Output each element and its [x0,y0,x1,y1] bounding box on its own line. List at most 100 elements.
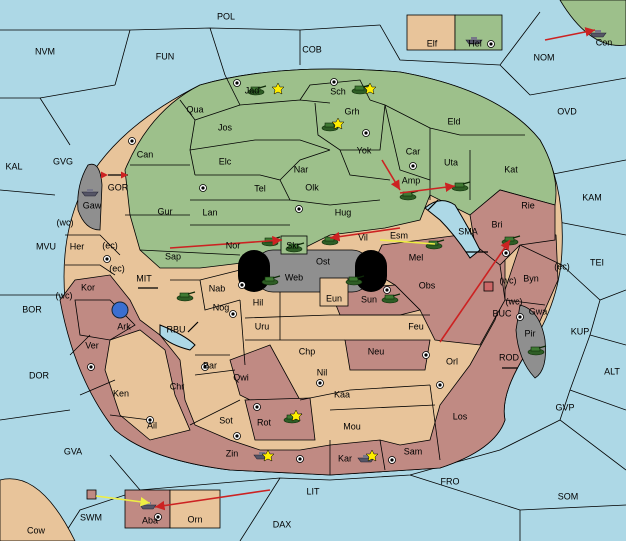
sea-sma-channel [424,200,481,259]
sea-label-nom: NOM [534,52,555,62]
territory-pir[interactable] [515,304,546,379]
territory-elf[interactable] [406,14,456,51]
coast-label: (wc) [506,296,523,306]
territory-label-jad: Jad [245,85,260,95]
territory-label-eun: Eun [326,293,342,303]
territory-label-orn: Orn [187,514,202,524]
territory-label-jos: Jos [218,122,233,132]
sea-label-rod: ROD [499,352,520,362]
territory-label-uta: Uta [444,157,458,167]
territory-label-uru: Uru [255,321,270,331]
territory-chr[interactable] [104,329,191,441]
territory-rot[interactable] [244,397,316,441]
territory-sun[interactable] [329,284,421,316]
central-block [254,249,371,293]
sea-label-gvp: GVP [555,402,574,412]
green-empire [124,68,557,269]
territory-label-chr: Chr [170,381,185,391]
territory-label-sot: Sot [219,415,233,425]
units [81,29,607,510]
territory-label-esm: Esm [390,230,408,240]
territory-label-kar: Kar [338,453,352,463]
territory-label-gaw: Gaw [83,200,102,210]
territory-label-elc: Elc [219,156,232,166]
retreat-stars [261,82,379,462]
territory-label-kaa: Kaa [334,389,350,399]
territory-label-zin: Zin [226,448,239,458]
territory-label-mou: Mou [343,421,361,431]
territory-gaw[interactable] [77,163,103,231]
territory-label-orl: Orl [446,356,458,366]
central-block-right-cap [355,250,387,292]
territory-label-amp: Amp [402,175,421,185]
territory-labels: POL NVM FUN COB NOM OVD KAL GVG KAM MVU TEI BOR KUP A… [5,11,620,535]
sea-label-dax: DAX [273,519,292,529]
territory-label-los: Los [453,411,468,421]
territory-label-yok: Yok [357,145,372,155]
coast-label: (wc) [56,290,73,300]
sea-label-kal: KAL [5,161,22,171]
territory-neu[interactable] [344,339,431,371]
territory-label-qua: Qua [186,104,203,114]
territory-label-nog: Nog [213,302,230,312]
territory-label-eld: Eld [447,116,460,126]
coast-label: (ec) [554,261,570,271]
sea-label-tei: TEI [590,257,604,267]
territory-label-rie: Rie [521,200,535,210]
sea-label-cow: Cow [27,525,46,535]
sea-label-som: SOM [558,491,579,501]
territory-label-obs: Obs [419,280,436,290]
sea-label-rbu: RBU [166,324,185,334]
territory-label-rot: Rot [257,417,272,427]
strait-arrows [100,171,518,369]
territory-label-skr: Skr [286,240,300,250]
sea-label-kam: KAM [582,192,602,202]
territory-label-hug: Hug [335,207,352,217]
territory-label-feu: Feu [408,321,424,331]
territory-label-sun: Sun [361,294,377,304]
sea-label-gvg: GVG [53,156,73,166]
sea-label-sma: SMA [458,226,478,236]
territory-label-gur: Gur [157,206,172,216]
territory-label-ver: Ver [85,340,99,350]
sea-label-kup: KUP [571,326,590,336]
sea-label-lit: LIT [306,486,320,496]
sea-borders [0,11,626,541]
sea-label-cob: COB [302,44,322,54]
territory-label-gwa: Gwa [529,306,548,316]
territory-label-mel: Mel [409,252,424,262]
sea-label-ovd: OVD [557,106,577,116]
sea-label-fro: FRO [441,476,460,486]
territory-label-tel: Tel [254,183,266,193]
territory-label-bri: Bri [492,219,503,229]
sea-label-swm: SWM [80,512,102,522]
territory-label-pir: Pir [525,328,536,338]
sea-label-fun: FUN [156,51,175,61]
territory-label-ail: Ail [147,420,157,430]
territory-label-nor: Nor [226,240,241,250]
sea-label-mvu: MVU [36,241,56,251]
territory-eun[interactable] [319,277,349,307]
territory-label-aba: Aba [142,515,158,525]
territory-label-nil: Nil [317,367,328,377]
coast-label: (wc) [57,217,74,227]
territory-label-elf: Elf [427,38,438,48]
territory-label-olk: Olk [305,182,319,192]
sea-label-alt: ALT [604,366,620,376]
sea-label-pol: POL [217,11,235,21]
territory-label-nar: Nar [294,164,309,174]
coast-label: (ec) [102,240,118,250]
territory-label-car: Car [406,146,421,156]
sea-label-bor: BOR [22,304,42,314]
territory-label-ken: Ken [113,388,129,398]
territory-label-nab: Nab [209,283,226,293]
sea-label-nvm: NVM [35,46,55,56]
sea-label-con: Con [596,37,613,47]
territory-orn[interactable] [169,489,221,529]
territory-label-chp: Chp [299,346,316,356]
territory-label-sap: Sap [165,251,181,261]
territory-label-qwi: Qwi [233,372,249,382]
territory-label-sam: Sam [404,446,423,456]
territory-label-kor: Kor [81,282,95,292]
